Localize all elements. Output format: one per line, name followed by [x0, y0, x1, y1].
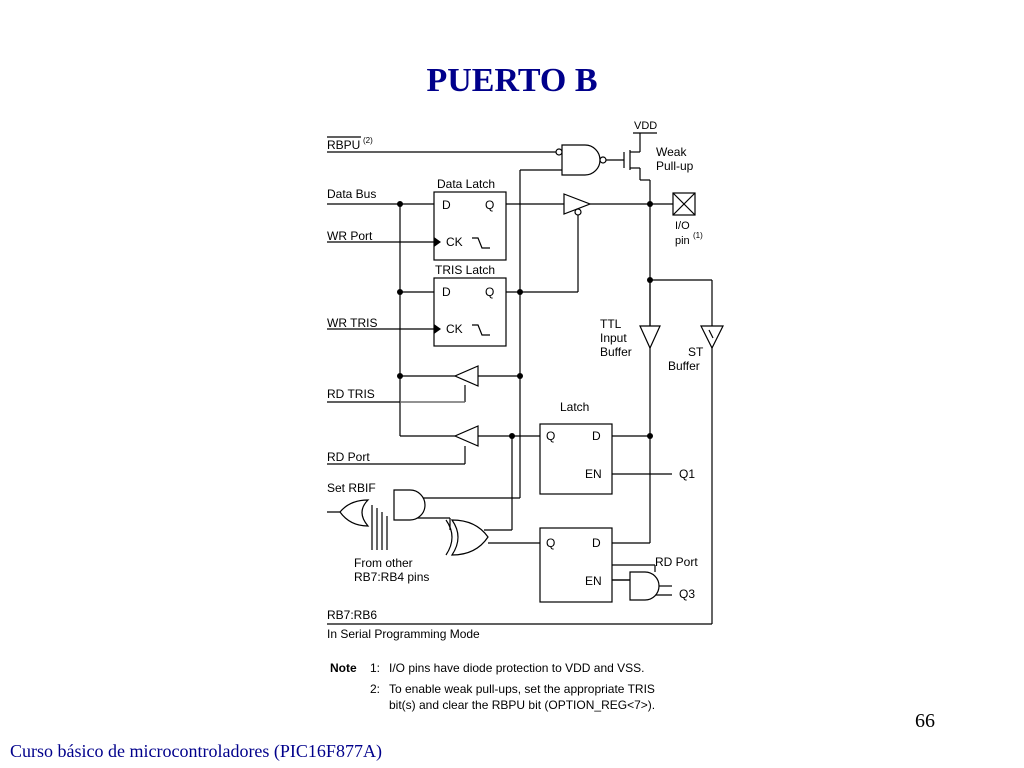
note-label: Note [330, 661, 357, 675]
st-buffer: ST Buffer [668, 325, 724, 373]
pin-label: pin [675, 235, 690, 247]
rbpu-nand-gate [555, 144, 607, 176]
q3-label: Q3 [679, 587, 695, 601]
weak-label: Weak [656, 145, 687, 159]
rd-port-buffer [453, 425, 479, 447]
tris-latch: TRIS Latch D Q CK [433, 263, 507, 347]
slide-title: PUERTO B [426, 62, 598, 99]
rbif-or-gate [339, 499, 370, 527]
note-2-line-2: bit(s) and clear the RBPU bit (OPTION_RE… [389, 698, 655, 712]
change-latch: Q D EN RD Port Q3 [539, 527, 698, 603]
input-latch: Latch Q D EN Q1 [539, 400, 695, 495]
data-latch-title: Data Latch [437, 177, 495, 191]
signal-labels: RBPU (2) Data Bus WR Port WR TRIS RD TRI… [327, 136, 480, 641]
xor-gate [445, 519, 489, 556]
rb7-rb6-label: RB7:RB6 [327, 608, 377, 622]
change-latch-q: Q [546, 536, 555, 550]
tris-latch-d: D [442, 285, 451, 299]
data-latch-d: D [442, 198, 451, 212]
page-number: 66 [915, 710, 935, 732]
wires [327, 132, 713, 625]
data-latch-q: Q [485, 198, 494, 212]
vdd-label: VDD [634, 120, 657, 132]
serial-mode-label: In Serial Programming Mode [327, 627, 480, 641]
latch-en: EN [585, 467, 602, 481]
io-pin: I/O pin (1) [672, 192, 703, 247]
tris-latch-q: Q [485, 285, 494, 299]
pin-superscript: (1) [693, 231, 703, 240]
rbif-and-gate [393, 489, 426, 521]
input-label: Input [600, 331, 627, 345]
rbpu-superscript: (2) [363, 136, 373, 145]
rd-port-right-label: RD Port [655, 555, 698, 569]
rd-port-and-gate [612, 571, 672, 601]
change-latch-d: D [592, 536, 601, 550]
rd-tris-buffer [400, 365, 479, 403]
latch-q: Q [546, 429, 555, 443]
q1-label: Q1 [679, 467, 695, 481]
note-2-line-1: To enable weak pull-ups, set the appropr… [389, 682, 655, 696]
footer-course-title: Curso básico de microcontroladores (PIC1… [10, 741, 382, 761]
data-bus-label: Data Bus [327, 187, 376, 201]
data-latch: Data Latch D Q CK [433, 177, 507, 261]
rb7-rb4-pins-label: RB7:RB4 pins [354, 570, 429, 584]
latch-title: Latch [560, 400, 589, 414]
rd-port-label: RD Port [327, 450, 370, 464]
note-1-text: I/O pins have diode protection to VDD an… [389, 661, 644, 675]
data-latch-ck: CK [446, 235, 463, 249]
latch-d: D [592, 429, 601, 443]
tris-latch-ck: CK [446, 322, 463, 336]
change-latch-en: EN [585, 574, 602, 588]
note-1-number: 1: [370, 661, 380, 675]
notes: Note 1: I/O pins have diode protection t… [330, 661, 655, 712]
rd-tris-label: RD TRIS [327, 387, 375, 401]
wr-port-label: WR Port [327, 229, 373, 243]
from-other-label: From other [354, 556, 413, 570]
set-rbif-label: Set RBIF [327, 481, 376, 495]
st-buffer-label: Buffer [668, 359, 700, 373]
pullup-labels: VDD Weak Pull-up [634, 120, 694, 173]
tris-latch-title: TRIS Latch [435, 263, 495, 277]
output-buffer [563, 193, 592, 216]
junction-dots [397, 201, 653, 439]
io-label: I/O [675, 220, 690, 232]
buffer-label: Buffer [600, 345, 632, 359]
wr-tris-label: WR TRIS [327, 316, 377, 330]
ttl-label: TTL [600, 317, 622, 331]
st-label: ST [688, 345, 704, 359]
note-2-number: 2: [370, 682, 380, 696]
pullup-label: Pull-up [656, 159, 694, 173]
ttl-input-buffer: TTL Input Buffer [600, 317, 661, 359]
rbpu-label: RBPU [327, 138, 360, 152]
